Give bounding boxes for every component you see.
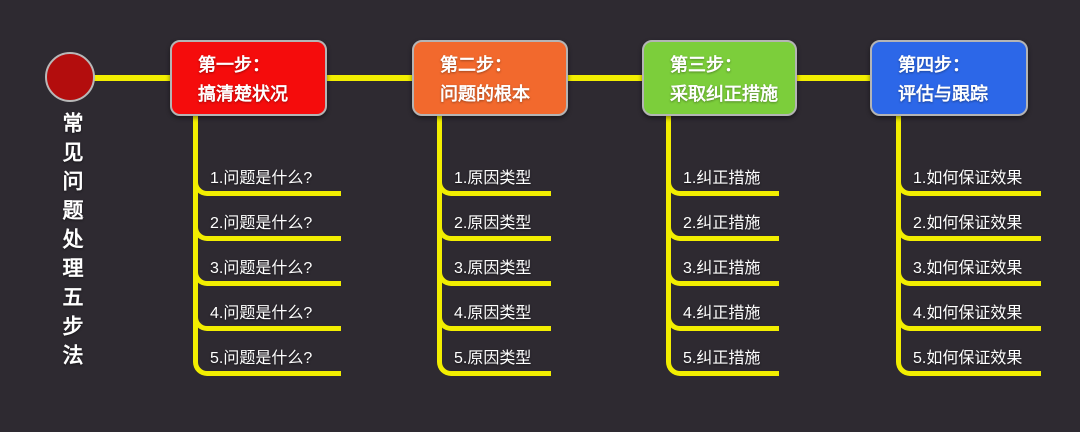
item-node[interactable]: 2.如何保证效果 <box>913 215 1023 232</box>
item-branch: 4.如何保证效果 <box>896 305 1041 331</box>
step-title-line2: 问题的根本 <box>440 84 530 104</box>
branch-trunk-line <box>193 114 198 362</box>
item-branch: 3.问题是什么? <box>193 260 341 286</box>
step-node-4[interactable]: 第四步： 评估与跟踪 <box>870 40 1028 116</box>
root-topic-label[interactable]: 常见问题处理五步法 <box>60 112 83 373</box>
item-node[interactable]: 3.纠正措施 <box>683 260 761 277</box>
item-node[interactable]: 5.原因类型 <box>454 350 532 367</box>
step-node-2[interactable]: 第二步： 问题的根本 <box>412 40 568 116</box>
item-branch: 1.纠正措施 <box>666 170 779 196</box>
item-branch: 1.如何保证效果 <box>896 170 1041 196</box>
item-branch: 2.纠正措施 <box>666 215 779 241</box>
item-branch: 2.问题是什么? <box>193 215 341 241</box>
item-branch: 3.原因类型 <box>437 260 551 286</box>
item-branch: 5.原因类型 <box>437 350 551 376</box>
step-title-line1: 第三步： <box>670 55 742 75</box>
item-node[interactable]: 4.问题是什么? <box>210 305 313 322</box>
item-node[interactable]: 4.纠正措施 <box>683 305 761 322</box>
item-branch: 5.纠正措施 <box>666 350 779 376</box>
item-branch: 2.原因类型 <box>437 215 551 241</box>
item-node[interactable]: 2.问题是什么? <box>210 215 313 232</box>
item-branch: 1.问题是什么? <box>193 170 341 196</box>
item-branch: 1.原因类型 <box>437 170 551 196</box>
item-branch: 3.纠正措施 <box>666 260 779 286</box>
step-title-line1: 第二步： <box>440 55 512 75</box>
item-node[interactable]: 3.问题是什么? <box>210 260 313 277</box>
item-node[interactable]: 2.原因类型 <box>454 215 532 232</box>
item-node[interactable]: 1.如何保证效果 <box>913 170 1023 187</box>
branch-trunk-line <box>896 114 901 362</box>
item-node[interactable]: 5.纠正措施 <box>683 350 761 367</box>
item-branch: 4.原因类型 <box>437 305 551 331</box>
item-node[interactable]: 3.原因类型 <box>454 260 532 277</box>
step-title-line2: 采取纠正措施 <box>670 84 778 104</box>
step-title-line2: 评估与跟踪 <box>898 84 988 104</box>
item-branch: 5.如何保证效果 <box>896 350 1041 376</box>
item-branch: 3.如何保证效果 <box>896 260 1041 286</box>
step-node-3[interactable]: 第三步： 采取纠正措施 <box>642 40 797 116</box>
item-node[interactable]: 4.如何保证效果 <box>913 305 1023 322</box>
item-branch: 5.问题是什么? <box>193 350 341 376</box>
item-branch: 2.如何保证效果 <box>896 215 1041 241</box>
item-node[interactable]: 1.原因类型 <box>454 170 532 187</box>
branch-trunk-line <box>666 114 671 362</box>
branch-trunk-line <box>437 114 442 362</box>
step-title-line2: 搞清楚状况 <box>198 84 288 104</box>
item-node[interactable]: 1.纠正措施 <box>683 170 761 187</box>
item-node[interactable]: 1.问题是什么? <box>210 170 313 187</box>
step-title-line1: 第一步： <box>198 55 270 75</box>
item-branch: 4.纠正措施 <box>666 305 779 331</box>
item-node[interactable]: 5.问题是什么? <box>210 350 313 367</box>
item-node[interactable]: 5.如何保证效果 <box>913 350 1023 367</box>
item-node[interactable]: 3.如何保证效果 <box>913 260 1023 277</box>
step-node-1[interactable]: 第一步： 搞清楚状况 <box>170 40 327 116</box>
root-node-circle[interactable] <box>45 52 95 102</box>
item-node[interactable]: 2.纠正措施 <box>683 215 761 232</box>
step-title-line1: 第四步： <box>898 55 970 75</box>
item-branch: 4.问题是什么? <box>193 305 341 331</box>
item-node[interactable]: 4.原因类型 <box>454 305 532 322</box>
